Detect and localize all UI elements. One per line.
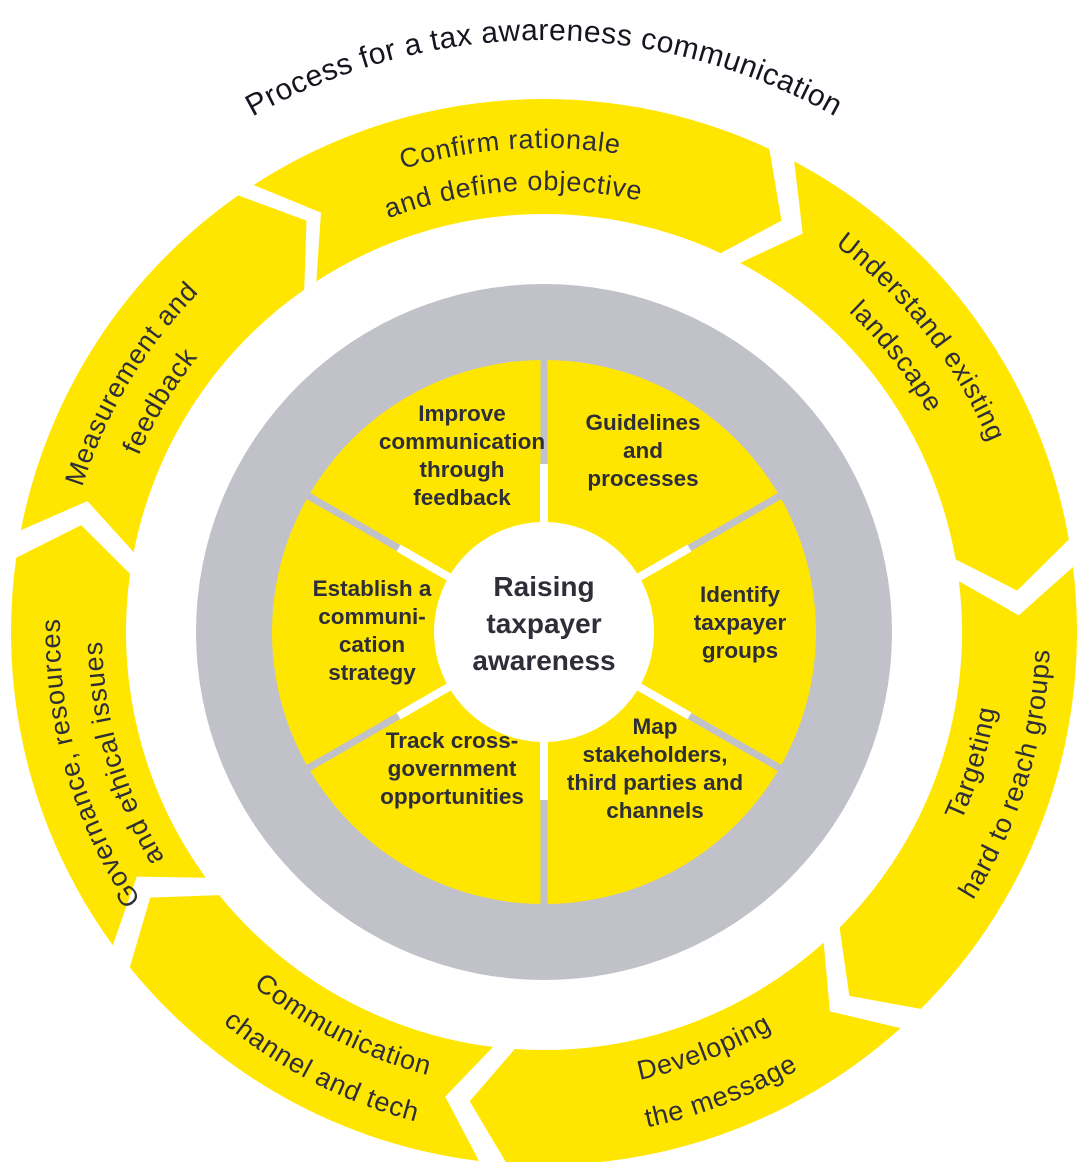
pie-label-identify-taxpayer-groups-line-1: taxpayer (694, 610, 787, 635)
pie-separator-inner-white (396, 681, 456, 720)
pie-label-improve-communication-line-2: through (420, 457, 505, 482)
pie-label-map-stakeholders-line-1: stakeholders, (582, 742, 727, 767)
ring-segment-governance-resources (11, 525, 206, 946)
pie-label-map-stakeholders-line-3: channels (606, 798, 704, 823)
center-label-line-2: awareness (472, 645, 615, 676)
pie-label-track-cross-government-line-0: Track cross- (386, 728, 519, 753)
pie-label-improve-communication-line-3: feedback (413, 485, 511, 510)
pie-separator-inner-white (632, 681, 692, 720)
pie-labels: Improve communication through feedback G… (313, 401, 787, 823)
pie-separators (306, 360, 782, 904)
pie-label-guidelines-processes-line-0: Guidelines (585, 410, 700, 435)
pie-label-establish-strategy-line-3: strategy (328, 660, 416, 685)
ring-segment-measurement-feedback (20, 195, 307, 553)
ring-segment-targeting-groups (839, 567, 1077, 1009)
ring-segment-confirm-rationale (253, 98, 782, 282)
pie-label-guidelines-processes-line-2: processes (587, 466, 698, 491)
center-label-line-1: taxpayer (486, 608, 601, 639)
pie-label-track-cross-government-line-2: opportunities (380, 784, 524, 809)
pie-label-identify-taxpayer-groups-line-0: Identify (700, 582, 780, 607)
ring-segment-communication-channel (129, 895, 494, 1161)
pie-label-establish-strategy-line-2: cation (339, 632, 405, 657)
pie-label-improve-communication-line-0: Improve (418, 401, 506, 426)
pie-label-map-stakeholders-line-0: Map (633, 714, 678, 739)
ring-segment-understand-landscape (740, 161, 1069, 591)
pie-label-establish-strategy-line-1: communi- (318, 604, 426, 629)
center-label: Raising taxpayer awareness (472, 571, 615, 676)
pie-label-identify-taxpayer-groups-line-2: groups (702, 638, 778, 663)
ring-segment-developing-message (469, 942, 901, 1162)
pie-label-guidelines-processes-line-1: and (623, 438, 663, 463)
pie-label-track-cross-government-line-1: government (388, 756, 517, 781)
pie-label-map-stakeholders-line-2: third parties and (567, 770, 743, 795)
pie-label-improve-communication-line-1: communication (379, 429, 545, 454)
center-label-line-0: Raising (493, 571, 594, 602)
pie-separator-inner-white (632, 544, 692, 583)
pie-label-establish-strategy-line-0: Establish a (313, 576, 432, 601)
pie-separator-inner-white (396, 544, 456, 583)
center-circle (434, 522, 654, 742)
